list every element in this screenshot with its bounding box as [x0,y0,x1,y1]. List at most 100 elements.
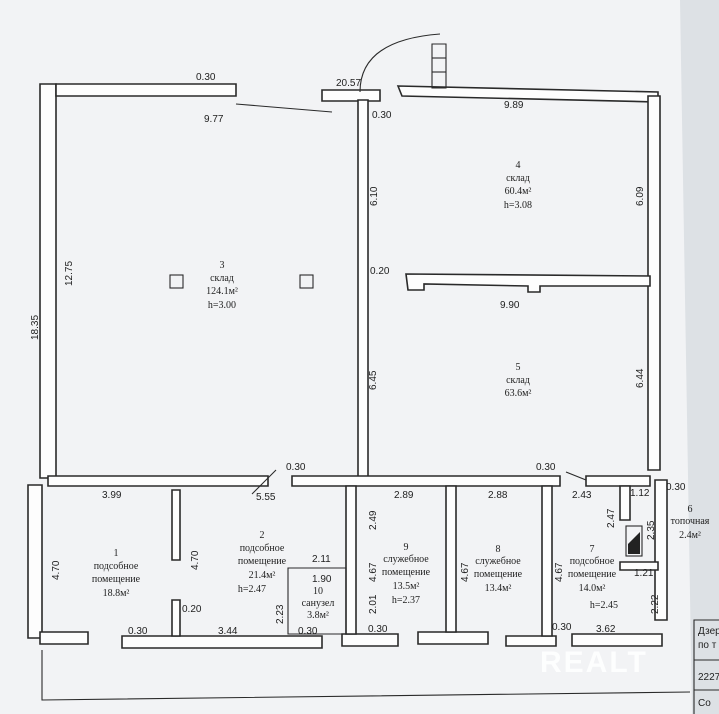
leader-0.30-right [565,471,587,481]
dim-label: 1.21 [634,568,654,579]
wall-right-lower [654,479,668,621]
wall-mid-vertical [357,99,369,479]
room-text: топочная [671,516,710,527]
room-6-label: 6 топочная 2.4м² [671,504,710,541]
room-text: 14.0м² [579,583,606,594]
room-text: h=2.47 [238,584,266,595]
dim-label: 4.70 [190,550,201,570]
dim-label: 6.10 [369,186,380,206]
wall-bottom-3 [341,633,399,647]
room-text: служебное [475,556,521,567]
dim-label: 0.30 [298,626,318,637]
room-text: 2.4м² [679,530,701,541]
dim-label: 4.67 [368,562,379,582]
room-2-label: 2 подсобное помещение 21.4м² h=2.47 [238,530,287,595]
wall-left-lower [27,484,43,639]
wall-right-upper [647,95,661,471]
room-text: 63.6м² [505,388,532,399]
room-4-label: 4 склад 60.4м² h=3.08 [504,160,532,211]
dim-label: 2.35 [646,520,657,540]
wall-r1-r2-lower [171,599,181,637]
room-7-label: 7 подсобное помещение 14.0м² h=2.45 [568,544,618,611]
room-text: склад [210,273,234,284]
title-block-edge: Дзер по т 2227 Со [693,619,719,714]
room-text: 21.4м² [249,570,276,581]
room-text: h=2.45 [590,600,618,611]
dim-label: 20.57 [336,78,361,89]
room-text: 3.8м² [307,610,329,621]
dim-label: 2.01 [368,594,379,614]
entrance-porch [359,33,447,93]
dim-label: 1.12 [630,488,650,499]
dim-label: 2.89 [394,490,414,501]
wall-big-horizontal-left [47,475,269,487]
room-text: склад [506,173,530,184]
dim-label: 0.30 [128,626,148,637]
dim-label: 3.99 [102,490,122,501]
dim-label: 2.88 [488,490,508,501]
room-text: 60.4м² [505,186,532,197]
dim-label: 12.75 [64,261,75,286]
dimension-labels: 0.30 9.77 20.57 0.30 9.89 12.75 18.35 6.… [30,72,686,637]
dim-label: 0.30 [368,624,388,635]
room-text: помещение [238,556,287,567]
watermark: REALT [540,646,648,679]
room-text: подсобное [570,556,615,567]
room-8-label: 8 служебное помещение 13.4м² [474,544,523,594]
wall-bottom-4 [417,631,489,645]
title-block-text: по т [698,640,717,651]
column-right [299,274,314,289]
room-text: помещение [382,567,431,578]
wall-bottom-2 [121,635,323,649]
wall-r7-r6 [619,485,631,521]
paper-shadow [680,0,719,714]
dim-label: 0.20 [182,604,202,615]
foundation-line [41,650,691,701]
dim-label: 3.44 [218,626,238,637]
dim-label: 0.30 [536,462,556,473]
room-text: h=3.08 [504,200,532,211]
room-text: склад [506,375,530,386]
wall-bottom-1 [39,631,89,645]
wall-r1-r2 [171,489,181,561]
wall-left-top [39,83,57,479]
room-text: 6 [688,504,693,515]
leader-lines-top [235,103,333,113]
room-text: помещение [92,574,141,585]
room-text: h=2.37 [392,595,420,606]
wall-bottom-6 [571,633,663,647]
title-block-text: Со [698,698,711,709]
dim-label: 0.30 [196,72,216,83]
wall-top-left [55,83,237,97]
porch-stair [431,43,447,89]
dim-label: 1.90 [312,574,332,585]
title-block-text: Дзер [698,626,719,637]
room-text: h=3.00 [208,300,236,311]
room-5-label: 5 склад 63.6м² [505,362,532,399]
room-10-label: 10 санузел 3.8м² [302,586,335,621]
dim-label: 2.22 [650,594,661,614]
dim-label: 9.89 [504,100,524,111]
room-text: 3 [220,260,225,271]
wall-r9-r8 [445,485,457,633]
room-9-label: 9 служебное помещение 13.5м² h=2.37 [382,542,431,606]
room-text: подсобное [94,561,139,572]
dim-label: 2.23 [275,604,286,624]
room-text: подсобное [240,543,285,554]
dim-label: 2.49 [368,510,379,530]
room-text: санузел [302,598,335,609]
dim-label: 5.55 [256,492,276,503]
leader-5.55 [251,469,277,495]
dim-label: 2.11 [312,554,331,565]
wall-big-horizontal-far-right [585,475,651,487]
dim-label: 4.67 [554,562,565,582]
dim-label: 0.30 [552,622,572,633]
wall-top-right-left-block [321,89,381,102]
dim-label: 6.45 [368,370,379,390]
interior-walls [47,99,659,637]
porch-arc [359,33,441,93]
room-text: 9 [404,542,409,553]
room-text: 1 [114,548,119,559]
room-text: помещение [474,569,523,580]
dim-label: 0.30 [666,482,686,493]
